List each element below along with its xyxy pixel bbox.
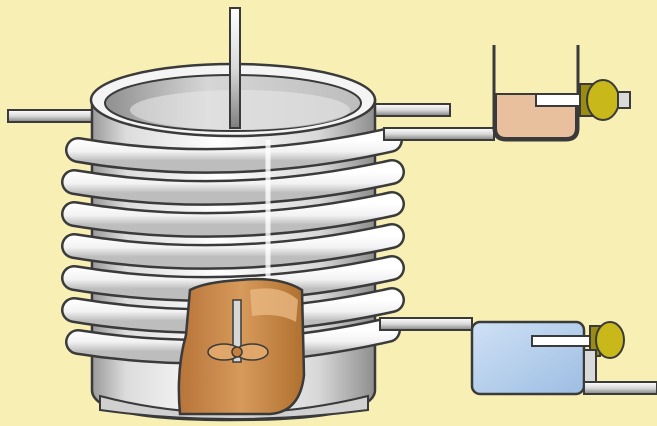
- cutaway-hot-fluid: [179, 279, 304, 414]
- valve-knob-icon: [596, 322, 624, 358]
- valve-knob-icon: [587, 80, 619, 120]
- stirrer-rod: [230, 8, 240, 128]
